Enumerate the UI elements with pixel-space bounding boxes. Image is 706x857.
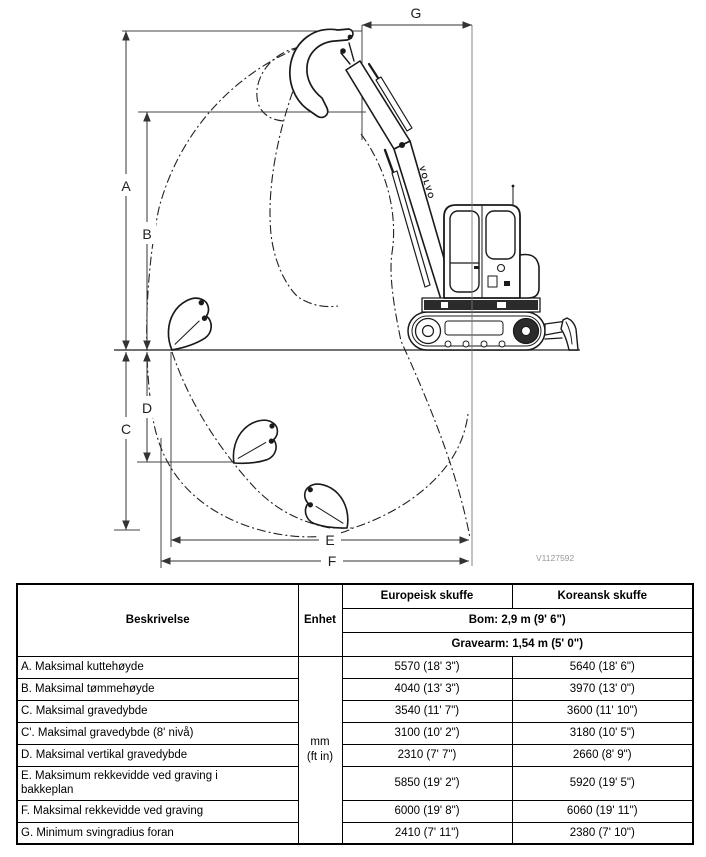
unit-ftin: (ft in) <box>306 750 334 763</box>
dim-labels: A B C D E F G <box>121 5 422 569</box>
envelope-bucket-curl <box>256 46 301 122</box>
bucket-raised <box>289 28 354 119</box>
value-korean: 3600 (11' 10") <box>511 699 694 723</box>
table-row: D. Maksimal vertikal gravedybde 2310 (7'… <box>16 743 694 767</box>
envelope-inner-upper <box>269 59 339 308</box>
track-roller <box>444 340 452 348</box>
envelope-dig-path <box>171 351 353 529</box>
arm-spec-header: Gravearm: 1,54 m (5' 0") <box>341 631 694 657</box>
dim-label-B: B <box>142 226 151 242</box>
track-frame <box>444 320 504 336</box>
cab-door-handle <box>474 266 479 269</box>
value-european: 3540 (11' 7") <box>341 699 513 723</box>
row-label: C'. Maksimal gravedybde (8' nivå) <box>16 721 299 745</box>
table-row: B. Maksimal tømmehøyde 4040 (13' 3") 397… <box>16 677 694 701</box>
unit-cell: mm (ft in) <box>297 655 343 845</box>
working-range-envelope <box>146 35 471 539</box>
deck-band <box>424 300 538 310</box>
row-label: D. Maksimal vertikal gravedybde <box>16 743 299 767</box>
value-european: 3100 (10' 2") <box>341 721 513 745</box>
dim-label-C: C <box>121 421 131 437</box>
deck-detail <box>497 302 506 308</box>
boom-cylinder-rod <box>383 148 395 174</box>
antenna-tip <box>511 184 515 188</box>
cab-detail-circle <box>496 263 506 273</box>
col-header-korean-bucket: Koreansk skuffe <box>511 583 694 609</box>
boom-upper <box>345 60 411 150</box>
dozer-blade-curve <box>565 321 573 345</box>
value-korean: 6060 (19' 11") <box>511 799 694 823</box>
dim-label-E: E <box>325 532 334 548</box>
col-header-unit: Enhet <box>297 583 343 657</box>
dim-label-A: A <box>121 178 131 194</box>
col-header-description: Beskrivelse <box>16 583 299 657</box>
table-row: E. Maksimum rekkevidde ved graving i bak… <box>16 765 694 801</box>
col-header-european-bucket: Europeisk skuffe <box>341 583 513 609</box>
table-row: C'. Maksimal gravedybde (8' nivå) 3100 (… <box>16 721 694 745</box>
cab-door-window <box>449 210 480 293</box>
dim-label-F: F <box>328 553 337 569</box>
col-header-unit-text: Enhet <box>304 613 336 626</box>
working-range-diagram: VOLVO A B C D E F G V1127592 <box>114 5 580 570</box>
row-label: B. Maksimal tømmehøyde <box>16 677 299 701</box>
bucket-raised-pin-1 <box>340 48 346 54</box>
value-korean: 3180 (10' 5") <box>511 721 694 745</box>
row-label: C. Maksimal gravedybde <box>16 699 299 723</box>
dozer-blade <box>560 317 579 351</box>
value-korean: 5920 (19' 5") <box>511 765 694 801</box>
bucket-link-2 <box>348 42 355 62</box>
value-korean: 3970 (13' 0") <box>511 677 694 701</box>
unit-mm: mm <box>310 736 330 749</box>
value-european: 4040 (13' 3") <box>341 677 513 701</box>
envelope-outer <box>146 35 469 538</box>
value-european: 5570 (18' 3") <box>341 655 513 679</box>
cab-side-window <box>485 210 516 260</box>
value-korean: 2380 (7' 10") <box>511 821 694 845</box>
counterweight <box>519 253 540 299</box>
track-roller <box>498 340 506 348</box>
track-sprocket-hub <box>521 326 531 336</box>
dimension-lines <box>122 21 472 565</box>
cab-detail-box <box>504 281 510 286</box>
bucket-mid-depth <box>230 414 282 471</box>
track-roller <box>462 340 470 348</box>
envelope-right-inner <box>360 133 471 539</box>
row-label: G. Minimum svingradius foran <box>16 821 299 845</box>
deck-detail <box>441 302 448 308</box>
bucket-max-depth <box>301 479 351 535</box>
track-idler-hub <box>421 324 435 338</box>
table-row: A. Maksimal kuttehøyde mm (ft in) 5570 (… <box>16 655 694 845</box>
table-row: G. Minimum svingradius foran 2410 (7' 11… <box>16 821 694 845</box>
dozer-arm-lower <box>544 337 563 340</box>
figure-id: V1127592 <box>536 553 574 563</box>
value-european: 5850 (19' 2") <box>341 765 513 801</box>
row-label: A. Maksimal kuttehøyde <box>16 655 299 679</box>
spec-table: Beskrivelse Enhet Europeisk skuffe Korea… <box>16 583 694 845</box>
dim-label-D: D <box>142 400 152 416</box>
bucket-raised-pin-2 <box>347 34 353 40</box>
value-korean: 5640 (18' 6") <box>511 655 694 679</box>
dim-label-backgrounds <box>117 174 343 570</box>
value-european: 2310 (7' 7") <box>341 743 513 767</box>
row-label-text: E. Maksimum rekkevidde ved graving i bak… <box>21 769 218 796</box>
bucket-ground-level <box>165 296 214 352</box>
value-korean: 2660 (8' 9") <box>511 743 694 767</box>
excavator-machine: VOLVO <box>289 28 579 351</box>
row-label: E. Maksimum rekkevidde ved graving i bak… <box>16 765 299 801</box>
value-european: 6000 (19' 8") <box>341 799 513 823</box>
cab-detail-panel <box>487 275 498 288</box>
track-roller <box>480 340 488 348</box>
bucket-cylinder <box>375 76 413 132</box>
boom-spec-header: Bom: 2,9 m (9' 6") <box>341 607 694 633</box>
value-european: 2410 (7' 11") <box>341 821 513 845</box>
table-row: F. Maksimal rekkevidde ved graving 6000 … <box>16 799 694 823</box>
dim-label-G: G <box>411 5 422 21</box>
row-label: F. Maksimal rekkevidde ved graving <box>16 799 299 823</box>
table-row: C. Maksimal gravedybde 3540 (11' 7") 360… <box>16 699 694 723</box>
bucket-link-1 <box>340 52 351 65</box>
bucket-cylinder-rod <box>367 62 380 80</box>
boom-elbow-pin <box>399 142 405 148</box>
boom-cylinder <box>391 170 431 288</box>
